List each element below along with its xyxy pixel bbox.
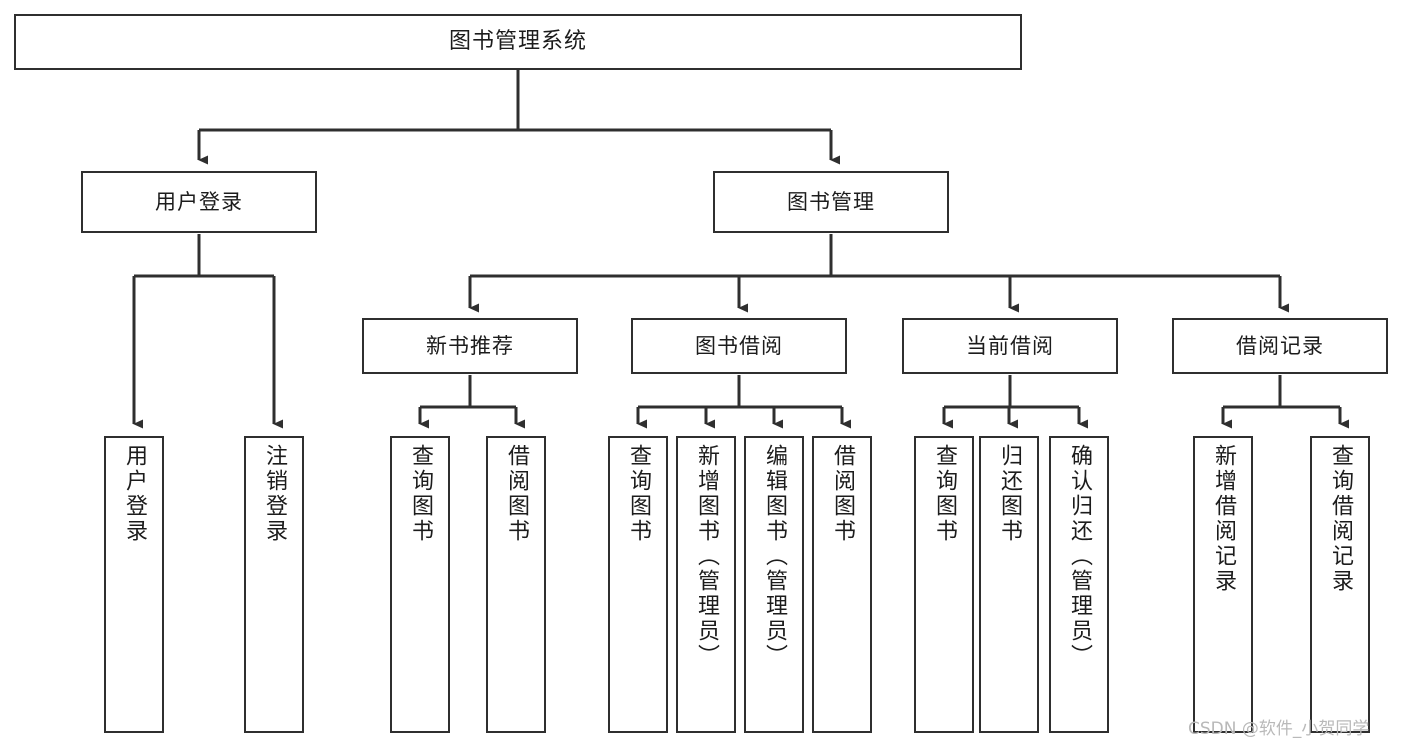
node-leaf-query-book-2-label: 查询图书 [626,444,651,544]
node-leaf-query-record-label: 查询借阅记录 [1328,444,1353,594]
node-book-borrow-label: 图书借阅 [695,333,783,358]
node-leaf-query-book-1-label: 查询图书 [408,444,433,544]
node-leaf-edit-book-label: 编辑图书（管理员） [762,444,787,669]
node-book-manage-label: 图书管理 [787,189,875,214]
node-leaf-user-login-label: 用户登录 [122,444,147,544]
node-leaf-add-record-label: 新增借阅记录 [1211,444,1236,594]
node-leaf-logout-login[interactable]: 注销登录 [244,436,304,733]
node-book-manage[interactable]: 图书管理 [713,171,949,233]
node-book-borrow[interactable]: 图书借阅 [631,318,847,374]
node-leaf-confirm-return[interactable]: 确认归还（管理员） [1049,436,1109,733]
node-leaf-add-record[interactable]: 新增借阅记录 [1193,436,1253,733]
node-leaf-query-book-1[interactable]: 查询图书 [390,436,450,733]
node-leaf-query-book-3[interactable]: 查询图书 [914,436,974,733]
node-root[interactable]: 图书管理系统 [14,14,1022,70]
node-leaf-add-book[interactable]: 新增图书（管理员） [676,436,736,733]
node-borrow-record-label: 借阅记录 [1236,333,1324,358]
node-leaf-borrow-book-2[interactable]: 借阅图书 [812,436,872,733]
node-leaf-borrow-book-1[interactable]: 借阅图书 [486,436,546,733]
node-leaf-user-login[interactable]: 用户登录 [104,436,164,733]
node-new-book-recommend[interactable]: 新书推荐 [362,318,578,374]
node-user-login-label: 用户登录 [155,189,243,214]
node-leaf-return-book-label: 归还图书 [997,444,1022,544]
node-leaf-borrow-book-1-label: 借阅图书 [504,444,529,544]
node-current-borrow[interactable]: 当前借阅 [902,318,1118,374]
node-leaf-query-book-2[interactable]: 查询图书 [608,436,668,733]
node-root-label: 图书管理系统 [448,29,587,55]
node-leaf-borrow-book-2-label: 借阅图书 [830,444,855,544]
node-leaf-confirm-return-label: 确认归还（管理员） [1067,444,1092,669]
node-leaf-edit-book[interactable]: 编辑图书（管理员） [744,436,804,733]
node-leaf-add-book-label: 新增图书（管理员） [694,444,719,669]
node-current-borrow-label: 当前借阅 [966,333,1054,358]
node-borrow-record[interactable]: 借阅记录 [1172,318,1388,374]
csdn-watermark: CSDN @软件_小贺同学 [1188,719,1370,739]
node-leaf-query-record[interactable]: 查询借阅记录 [1310,436,1370,733]
node-leaf-query-book-3-label: 查询图书 [932,444,957,544]
node-leaf-logout-login-label: 注销登录 [262,444,287,544]
node-new-book-recommend-label: 新书推荐 [426,333,514,358]
node-leaf-return-book[interactable]: 归还图书 [979,436,1039,733]
node-user-login[interactable]: 用户登录 [81,171,317,233]
